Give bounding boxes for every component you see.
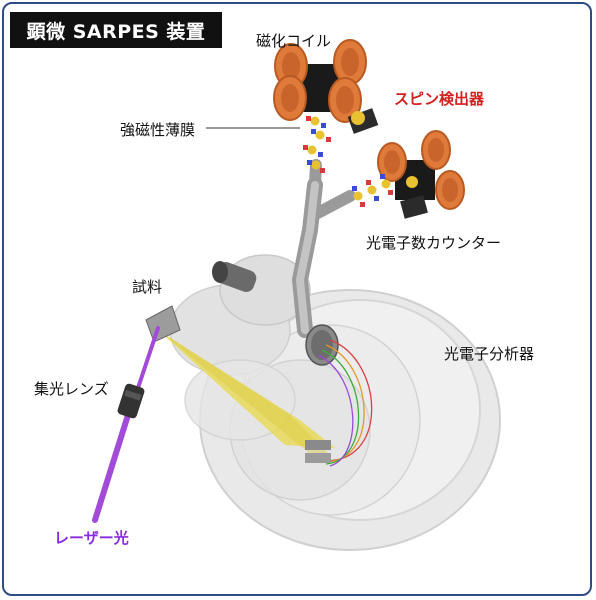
spin-detector-lower xyxy=(377,130,465,219)
photoelectron-beam xyxy=(158,330,335,462)
photoelectron-analyzer-body xyxy=(169,254,501,551)
entrance-slit xyxy=(305,440,331,463)
label-sample: 試料 xyxy=(132,278,163,296)
spin-detector-upper xyxy=(273,39,379,134)
label-spin-detector: スピン検出器 xyxy=(394,90,485,108)
label-magnet-coil: 磁化コイル xyxy=(256,32,332,50)
label-laser-light: レーザー光 xyxy=(54,529,129,547)
focusing-lens xyxy=(117,383,145,419)
diagram-title: 顕微 SARPES 装置 xyxy=(10,12,222,48)
spin-chain-diagonal xyxy=(352,174,393,207)
laser-beam xyxy=(92,326,160,523)
electron-transfer-tube xyxy=(291,159,356,338)
electron-trajectories xyxy=(317,339,373,467)
label-photoelectron-counter: 光電子数カウンター xyxy=(366,234,502,252)
label-photoelectron-analyzer: 光電子分析器 xyxy=(444,345,535,363)
label-ferromagnetic-film: 強磁性薄膜 xyxy=(120,121,196,139)
analyzer-port xyxy=(212,261,257,292)
spin-chain-vertical xyxy=(303,116,331,173)
label-focusing-lens: 集光レンズ xyxy=(34,380,109,398)
mcp-detector xyxy=(305,324,339,366)
